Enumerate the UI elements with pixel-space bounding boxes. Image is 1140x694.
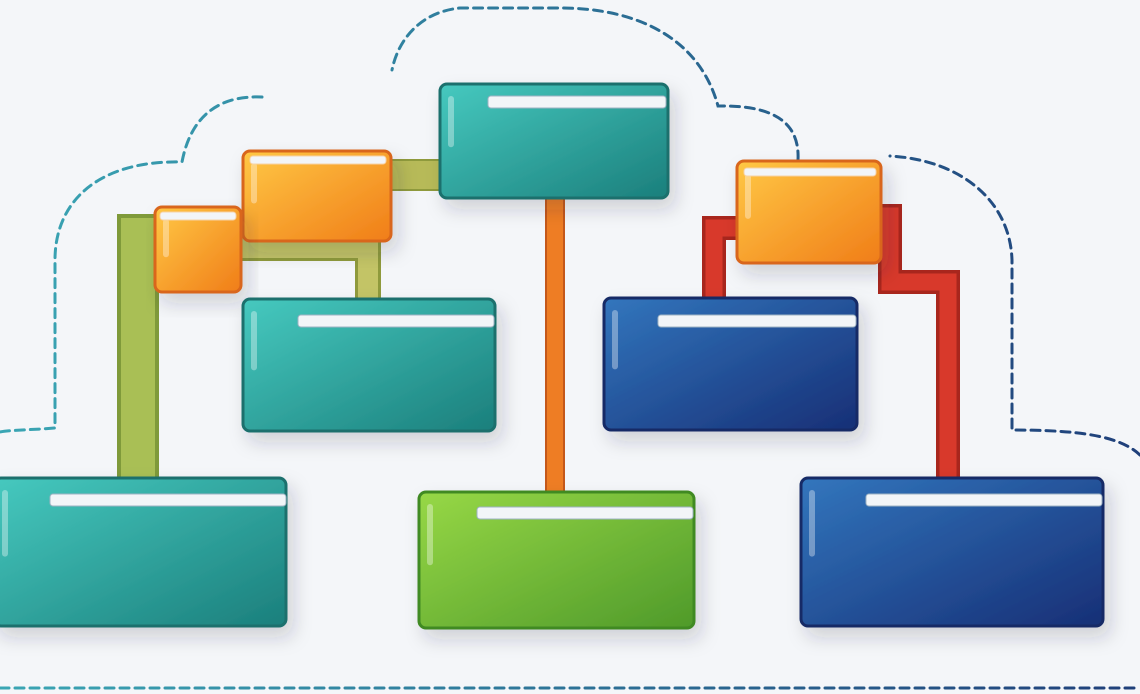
node-teal-middle-left	[241, 297, 497, 433]
node-gloss	[427, 504, 433, 566]
node-orange-right	[735, 159, 883, 265]
node-label-bar	[297, 314, 495, 328]
node-box	[241, 149, 393, 243]
node-gloss	[809, 490, 815, 557]
node-box	[735, 159, 883, 265]
node-orange-left-small	[153, 205, 243, 294]
node-box	[153, 205, 243, 294]
node-label-bar	[476, 506, 694, 520]
node-gloss	[612, 310, 618, 370]
node-gloss	[163, 219, 169, 258]
node-gloss	[251, 163, 257, 204]
connector-root-to-green	[545, 197, 565, 495]
node-box	[241, 297, 497, 433]
node-gloss	[448, 96, 454, 148]
node-box	[799, 476, 1105, 628]
node-orange-left-large	[241, 149, 393, 243]
node-label-bar	[487, 95, 667, 109]
node-label-bar	[865, 493, 1103, 507]
node-blue-middle-right	[602, 296, 859, 432]
node-top-root	[438, 82, 670, 200]
node-teal-bottom-left	[0, 476, 288, 628]
node-label-bar	[159, 211, 237, 221]
node-box	[602, 296, 859, 432]
node-label-bar	[657, 314, 857, 328]
node-green-bottom-center	[417, 490, 696, 630]
node-gloss	[745, 173, 751, 219]
node-label-bar	[249, 155, 387, 165]
node-gloss	[2, 490, 8, 557]
node-blue-bottom-right	[799, 476, 1105, 628]
connector-root-to-orange	[387, 159, 444, 191]
cloud-outline	[0, 6, 1140, 690]
node-box	[417, 490, 696, 630]
node-label-bar	[49, 493, 287, 507]
node-box	[0, 476, 288, 628]
node-box	[438, 82, 670, 200]
node-label-bar	[743, 167, 877, 177]
node-gloss	[251, 311, 257, 371]
